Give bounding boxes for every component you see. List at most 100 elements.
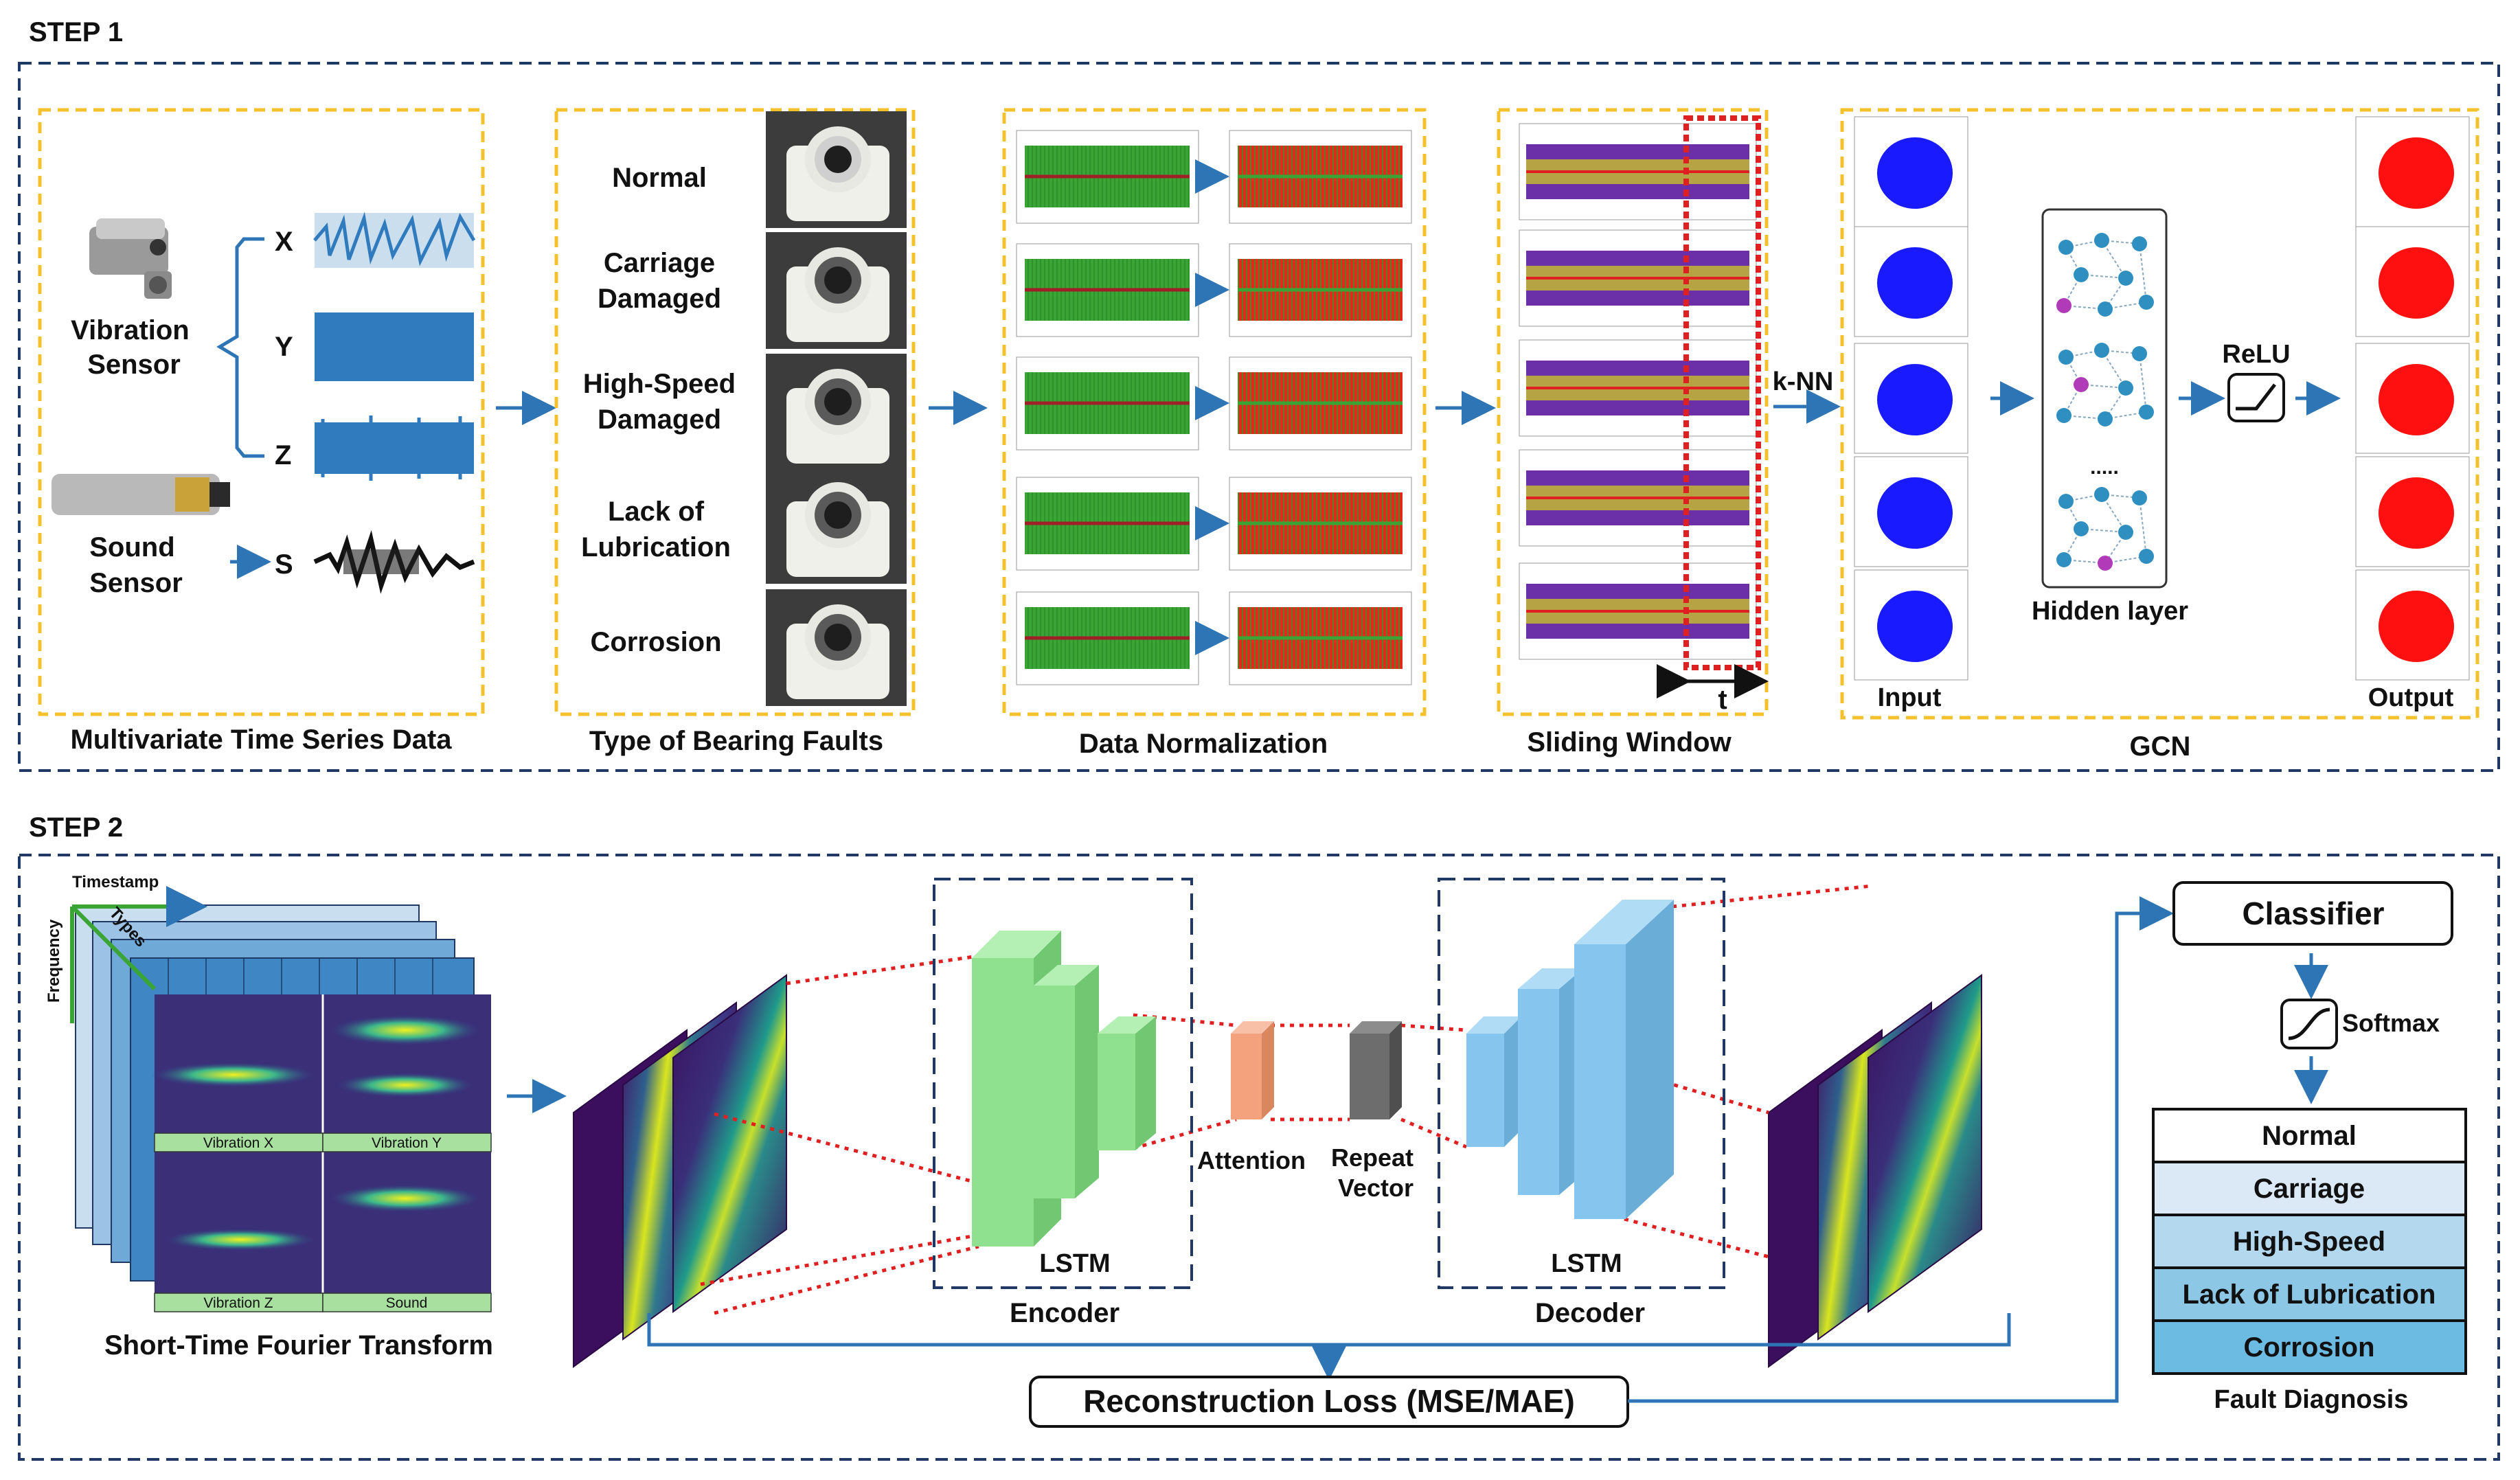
- normalized-signal-plot: [1016, 591, 1199, 685]
- bearing-photo: [766, 232, 907, 349]
- fault-class-row: Normal: [2152, 1108, 2467, 1163]
- gcn-caption: GCN: [2130, 731, 2191, 762]
- bearing-photo: [766, 467, 907, 584]
- output-scatter-plot: [2355, 116, 2470, 227]
- panel-normalization: [1002, 108, 1427, 716]
- encoder-lstm-layer: [1098, 1016, 1156, 1150]
- normalized-signal-plot: [1229, 356, 1412, 451]
- fault-class-row: Carriage: [2152, 1161, 2467, 1216]
- stft-cell-label-bg: [154, 1132, 323, 1152]
- types-axis-arrow: [70, 904, 157, 991]
- axis-s-label: S: [275, 549, 293, 580]
- decoder-caption: Decoder: [1535, 1298, 1645, 1328]
- hidden-layer-label: Hidden layer: [2032, 597, 2188, 626]
- hidden-dots: .....: [2090, 456, 2119, 479]
- window-signal-plot: [1519, 449, 1757, 547]
- relu-label: ReLU: [2222, 340, 2290, 369]
- bearing-photo: [766, 589, 907, 706]
- stft-cell-label: Vibration X: [203, 1135, 273, 1151]
- window-signal-plot: [1519, 339, 1757, 437]
- link-line: [1133, 1117, 1237, 1150]
- panel1-caption: Multivariate Time Series Data: [70, 725, 452, 755]
- link-line: [786, 954, 979, 986]
- stft-cell-label-bg: [322, 1132, 492, 1152]
- fault-class-row: Corrosion: [2152, 1319, 2467, 1375]
- panel3-caption: Data Normalization: [1079, 729, 1328, 759]
- fault-class-row: High-Speed: [2152, 1214, 2467, 1269]
- normalized-signal-plot: [1229, 591, 1412, 685]
- relu-icon: [2227, 373, 2285, 422]
- window-t-label: t: [1718, 685, 1727, 715]
- stft-cell-label: Sound: [386, 1295, 428, 1311]
- fault-class-label: High-Speed: [2233, 1227, 2385, 1257]
- step2-title: STEP 2: [29, 812, 123, 843]
- decoder-lstm-layer: [1466, 1016, 1521, 1147]
- stft-axis-timestamp: Timestamp: [72, 873, 159, 891]
- normalized-signal-plot: [1016, 130, 1199, 224]
- encoder-lstm-layer: [1034, 965, 1099, 1198]
- fault-label-normal: Normal: [612, 163, 707, 193]
- input-spectrogram: [672, 974, 787, 1313]
- gcn-output-label: Output: [2368, 683, 2454, 712]
- signal-s: [313, 530, 475, 594]
- panel4-caption: Sliding Window: [1527, 727, 1732, 758]
- hidden-graph: [2056, 343, 2154, 426]
- window-signal-plot: [1519, 562, 1757, 660]
- hidden-layer-box: [2041, 208, 2168, 589]
- link-line: [1624, 1217, 1769, 1259]
- normalized-signal-plot: [1229, 477, 1412, 571]
- stft-axis-frequency: Frequency: [45, 919, 63, 1003]
- fault-label-corrosion: Corrosion: [590, 627, 721, 657]
- encoder-caption: Encoder: [1010, 1298, 1120, 1328]
- vibration-sensor-label: Vibration Sensor: [71, 315, 197, 380]
- fault-class-label: Normal: [2262, 1121, 2357, 1151]
- link-line: [1400, 1023, 1467, 1032]
- output-scatter-plot: [2355, 226, 2470, 337]
- input-scatter-plot: [1854, 343, 1968, 454]
- panel-sliding-window: [1497, 108, 1769, 716]
- knn-label: k-NN: [1773, 367, 1834, 396]
- attention-block: [1231, 1021, 1274, 1119]
- panel2-caption: Type of Bearing Faults: [589, 726, 883, 756]
- normalized-signal-plot: [1229, 243, 1412, 337]
- axis-x-label: X: [275, 227, 293, 257]
- normalized-signal-plot: [1016, 356, 1199, 451]
- classifier-label: Classifier: [2242, 896, 2384, 931]
- bearing-photo: [766, 354, 907, 470]
- axis-bracket: [216, 237, 264, 458]
- normalized-signal-plot: [1016, 243, 1199, 337]
- window-highlight: [1683, 115, 1761, 670]
- stft-cell-label-bg: [322, 1293, 492, 1312]
- attention-label: Attention: [1197, 1146, 1306, 1174]
- axis-y-label: Y: [275, 332, 293, 362]
- input-scatter-plot: [1854, 116, 1968, 227]
- step2-frame: [18, 854, 2500, 1461]
- output-scatter-plot: [2355, 343, 2470, 454]
- gcn-input-label: Input: [1878, 683, 1942, 712]
- sound-sensor-label: Sound Sensor: [89, 532, 183, 598]
- decoder-lstm-layer: [1574, 900, 1674, 1219]
- signal-y: [315, 312, 474, 381]
- repeat-vector-label: Repeat Vector: [1331, 1143, 1420, 1202]
- link-line: [1133, 1013, 1237, 1027]
- loss-to-classifier: [1628, 896, 2174, 1403]
- step1-title: STEP 1: [29, 17, 123, 47]
- panel-time-series: [38, 108, 485, 716]
- link-line: [714, 1112, 973, 1183]
- sound-sensor-icon: [52, 474, 230, 515]
- output-scatter-plot: [2355, 456, 2470, 567]
- step1-frame: [18, 62, 2500, 772]
- link-line: [1400, 1117, 1467, 1149]
- window-signal-plot: [1519, 123, 1757, 220]
- hidden-graph: [2056, 233, 2154, 317]
- softmax-label: Softmax: [2342, 1009, 2440, 1037]
- link-line: [1672, 884, 1872, 909]
- fault-class-label: Corrosion: [2243, 1332, 2374, 1363]
- panel-bearing-faults: [554, 108, 916, 716]
- stft-cell-label: Vibration Y: [372, 1135, 442, 1151]
